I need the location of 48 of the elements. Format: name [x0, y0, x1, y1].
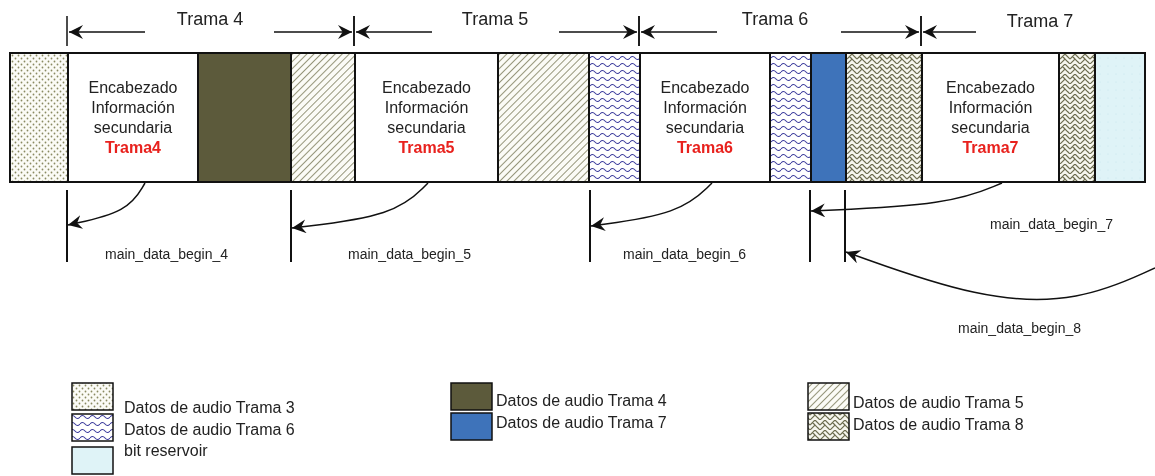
- pointer-arrow: [291, 182, 429, 234]
- position-marker: [809, 190, 811, 262]
- position-marker: [844, 190, 846, 262]
- edge-label: main_data_begin_7: [990, 216, 1113, 232]
- header-text: Encabezado Información secundaria: [659, 77, 751, 138]
- frame-header-box: [354, 52, 497, 183]
- header-text: Encabezado Información secundaria: [945, 77, 1036, 138]
- pointer-arrow: [590, 182, 713, 232]
- legend-label: Datos de audio Trama 4: [496, 392, 667, 410]
- legend-label: Datos de audio Trama 6: [124, 421, 295, 439]
- audio-data-segment: [197, 52, 290, 183]
- edge-label: main_data_begin_4: [105, 246, 228, 262]
- position-marker: [290, 190, 292, 262]
- frame-title: Trama 5: [461, 8, 529, 30]
- frame-header-box: [921, 52, 1058, 183]
- frame-title: Trama 7: [1006, 10, 1074, 32]
- pointer-arrow: [810, 182, 1003, 218]
- pointer-arrow: [67, 182, 146, 229]
- legend-label: bit reservoir: [124, 442, 208, 460]
- audio-data-segment: [810, 52, 845, 183]
- frame-header-box: [639, 52, 769, 183]
- edge-label: main_data_begin_5: [348, 246, 471, 262]
- edge-label: main_data_begin_6: [623, 246, 746, 262]
- audio-data-segment: [497, 52, 588, 183]
- frame-label: Trama5: [398, 137, 455, 158]
- header-text: Encabezado Información secundaria: [87, 77, 179, 138]
- pointer-arrow: [845, 250, 1155, 301]
- frame-label: Trama7: [962, 137, 1019, 158]
- audio-data-segment: [769, 52, 810, 183]
- frame-title: Trama 4: [176, 8, 244, 30]
- legend-label: Datos de audio Trama 7: [496, 414, 667, 432]
- audio-data-segment: [9, 52, 67, 183]
- position-marker: [66, 190, 68, 262]
- frame-title: Trama 6: [741, 8, 809, 30]
- frame-header-box: [67, 52, 197, 183]
- legend-label: Datos de audio Trama 8: [853, 416, 1024, 434]
- header-text: Encabezado Información secundaria: [381, 77, 472, 138]
- legend-label: Datos de audio Trama 3: [124, 399, 295, 417]
- audio-data-segment: [1094, 52, 1146, 183]
- legend-label: Datos de audio Trama 5: [853, 394, 1024, 412]
- audio-data-segment: [588, 52, 639, 183]
- audio-data-segment: [290, 52, 354, 183]
- frame-label: Trama6: [676, 137, 733, 158]
- position-marker: [589, 190, 591, 262]
- frame-label: Trama4: [104, 137, 161, 158]
- audio-data-segment: [1058, 52, 1094, 183]
- audio-data-segment: [845, 52, 921, 183]
- edge-label: main_data_begin_8: [958, 320, 1081, 336]
